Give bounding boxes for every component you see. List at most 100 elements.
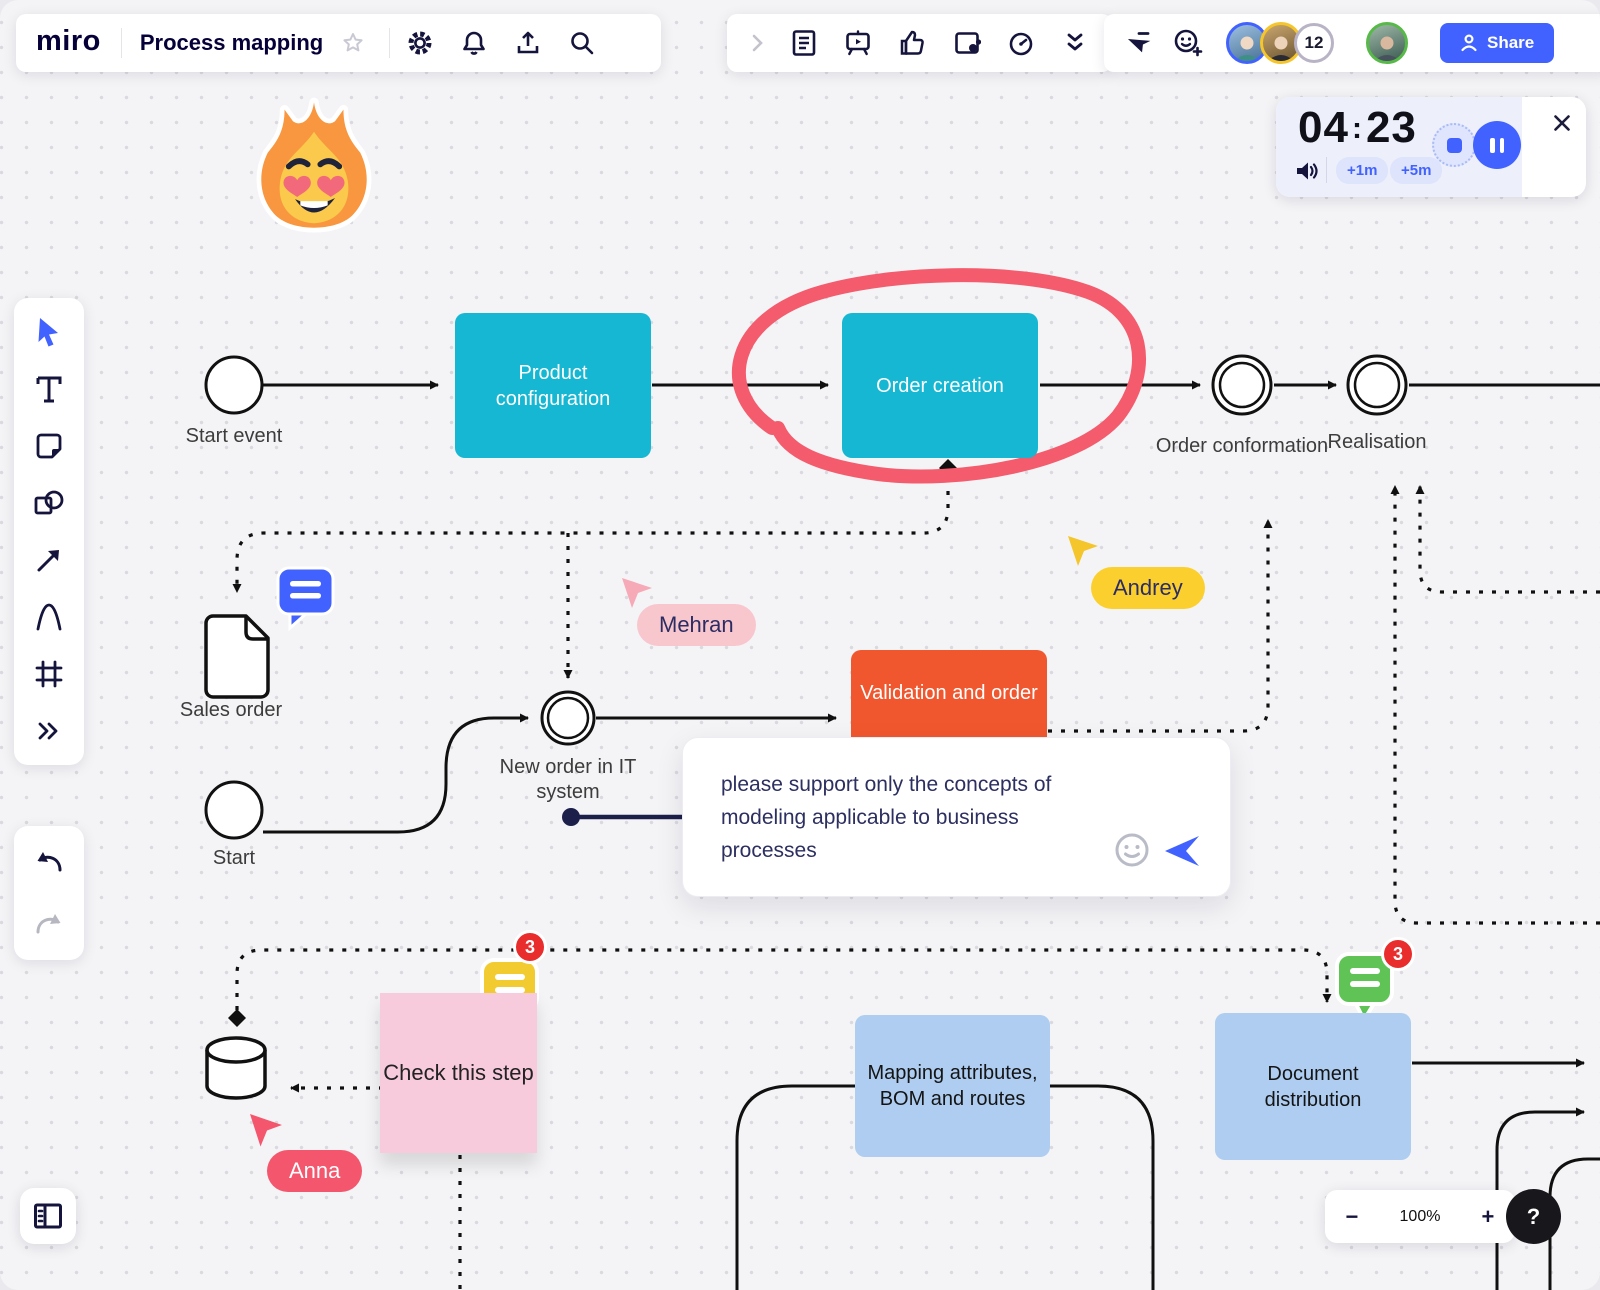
export-button[interactable]: [508, 23, 548, 63]
timer-button[interactable]: [1001, 23, 1041, 63]
thumbs-up-icon: [901, 30, 925, 55]
cursor-andrey: [1068, 536, 1098, 566]
timer-close-icon[interactable]: [1552, 113, 1572, 133]
bpmn-events[interactable]: [204, 354, 1408, 840]
select-cursor-icon: [38, 318, 58, 347]
search-button[interactable]: [562, 23, 602, 63]
board-title[interactable]: Process mapping: [139, 30, 324, 55]
avatar-1[interactable]: [1226, 22, 1268, 64]
label-new-order: New order in IT system: [499, 756, 637, 803]
more-tools-button[interactable]: [1055, 23, 1095, 63]
fire-emoji-sticker[interactable]: [250, 96, 378, 238]
zoom-level[interactable]: 100%: [1399, 1207, 1441, 1225]
bell-icon: [463, 31, 486, 55]
timer-sound-icon[interactable]: [1294, 159, 1320, 183]
sticky-note-tool[interactable]: [29, 426, 69, 466]
timer-add-1m-button[interactable]: +1m: [1336, 157, 1389, 184]
person-silhouette-icon: [1374, 36, 1400, 61]
upload-icon: [517, 31, 539, 54]
help-button[interactable]: ?: [1506, 1189, 1561, 1244]
pen-tool[interactable]: [29, 597, 69, 637]
node-label: Validation and order: [860, 682, 1038, 704]
redo-button[interactable]: [29, 904, 69, 944]
undo-button[interactable]: [29, 842, 69, 882]
facilitation-toolbar: [727, 14, 1112, 72]
node-product-configuration[interactable]: Product configuration: [455, 313, 651, 458]
share-person-icon: [1461, 34, 1477, 52]
favorite-star-button[interactable]: [333, 23, 373, 63]
text-tool[interactable]: [29, 369, 69, 409]
start-circle[interactable]: [204, 780, 264, 840]
comment-bubble-blue[interactable]: [276, 566, 335, 632]
red-marker-ellipse[interactable]: [731, 268, 1146, 484]
person-silhouette-icon: [1234, 36, 1260, 61]
node-order-creation[interactable]: Order creation: [842, 313, 1038, 458]
add-reaction-button[interactable]: [1168, 23, 1208, 63]
zoom-bar: − 100% +: [1325, 1190, 1515, 1243]
emoji-add-icon: [1174, 29, 1203, 57]
send-comment-icon[interactable]: [1162, 832, 1202, 870]
new-order-circle[interactable]: [540, 690, 596, 746]
collaborator-avatars: 12: [1226, 22, 1334, 64]
main-toolbar: miro Process mapping: [16, 14, 661, 72]
reactions-button[interactable]: [892, 23, 932, 63]
connector-tool[interactable]: [29, 540, 69, 580]
document-lines-icon: [792, 30, 816, 56]
zoom-in-button[interactable]: +: [1481, 1203, 1495, 1229]
zoom-out-button[interactable]: −: [1345, 1203, 1359, 1229]
label-start: Start: [212, 847, 256, 869]
sidebar-panel-icon: [34, 1203, 62, 1229]
shapes-icon: [34, 490, 64, 515]
redo-icon: [36, 914, 61, 934]
start-event-circle[interactable]: [204, 355, 264, 415]
emoji-picker-icon[interactable]: [1114, 832, 1150, 868]
frames-panel-button[interactable]: [20, 1188, 76, 1244]
sticky-note-check-step[interactable]: Check this step: [380, 993, 537, 1153]
notifications-button[interactable]: [454, 23, 494, 63]
settings-button[interactable]: [400, 23, 440, 63]
arrow-icon: [37, 550, 59, 572]
realisation-circle[interactable]: [1346, 354, 1408, 416]
shapes-tool[interactable]: [29, 483, 69, 523]
double-chevron-right-icon: [38, 722, 58, 740]
database-icon[interactable]: [205, 1036, 267, 1100]
frame-tool[interactable]: [29, 654, 69, 694]
comment-text[interactable]: please support only the concepts of mode…: [721, 773, 1052, 863]
sticky-note-icon: [36, 433, 62, 459]
document-icon[interactable]: [204, 614, 270, 699]
chevron-right-icon: [752, 34, 763, 52]
avatar-presenter[interactable]: [1366, 22, 1408, 64]
comment-count-badge-doc[interactable]: 3: [1381, 937, 1415, 971]
collapse-toolbar-button[interactable]: [744, 23, 770, 63]
timer-pause-button[interactable]: [1473, 121, 1521, 169]
hide-cursors-button[interactable]: [1118, 23, 1158, 63]
node-doc-distribution[interactable]: Document distribution: [1215, 1013, 1411, 1160]
comment-thread-box[interactable]: please support only the concepts of mode…: [682, 737, 1231, 897]
collaborator-count[interactable]: 12: [1294, 23, 1334, 63]
miro-logo[interactable]: miro: [36, 24, 101, 57]
comment-bubble-green[interactable]: [1335, 952, 1394, 1025]
comment-count-badge-sticky[interactable]: 3: [513, 930, 547, 964]
stopwatch-icon: [1009, 32, 1033, 56]
presentation-button[interactable]: [838, 23, 878, 63]
stop-icon: [1446, 137, 1462, 153]
timer-widget: 04:23 +1m +5m: [1276, 97, 1586, 197]
node-label: Order creation: [876, 374, 1004, 397]
node-mapping[interactable]: Mapping attributes, BOM and routes: [855, 1015, 1050, 1157]
pause-icon: [1490, 137, 1495, 153]
timer-add-5m-button[interactable]: +5m: [1390, 157, 1443, 184]
frame-capture-button[interactable]: [947, 23, 987, 63]
label-order-conformation: Order conformation: [1155, 435, 1329, 457]
undo-icon: [37, 852, 62, 872]
timer-stop-button[interactable]: [1432, 123, 1476, 167]
node-label: Document distribution: [1264, 1062, 1362, 1111]
board-snapshot-icon: [954, 32, 981, 54]
select-tool[interactable]: [29, 312, 69, 352]
more-tools[interactable]: [29, 711, 69, 751]
share-button[interactable]: Share: [1440, 23, 1555, 63]
notes-button[interactable]: [784, 23, 824, 63]
history-panel: [14, 826, 84, 960]
node-label: Product configuration: [495, 361, 611, 410]
order-conformation-circle[interactable]: [1211, 354, 1273, 416]
